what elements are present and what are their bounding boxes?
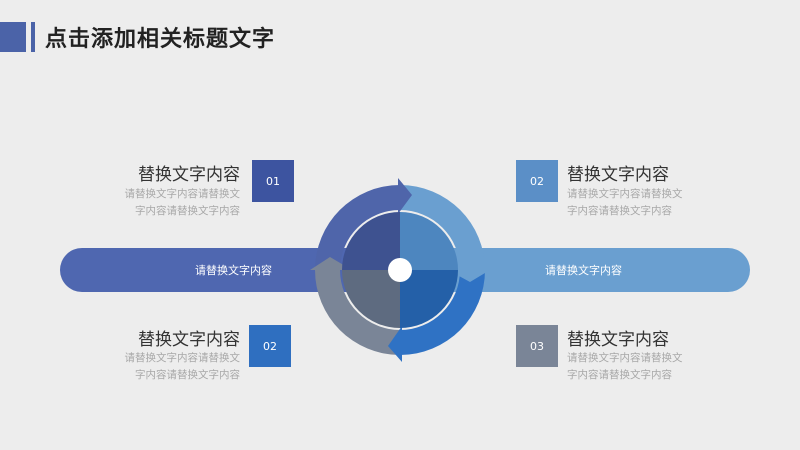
item-4-title: 替换文字内容	[567, 330, 669, 350]
wheel-arrow-top	[398, 178, 412, 214]
item-4-number-box: 03	[516, 325, 558, 367]
wheel-inner-top-right	[400, 212, 458, 270]
wheel-arrow-left	[310, 257, 352, 270]
wheel-outer-top-left	[315, 185, 400, 270]
item-3-desc-line2: 字内容请替换文字内容	[135, 369, 240, 381]
wheel-outer-bottom-left	[315, 270, 400, 355]
item-3-desc: 请替换文字内容请替换文 字内容请替换文字内容	[90, 350, 241, 384]
band-left-label: 请替换文字内容	[195, 264, 272, 277]
item-3-number-box: 02	[249, 325, 291, 367]
item-1-number-box: 01	[252, 160, 294, 202]
title-bar: 点击添加相关标题文字	[0, 22, 275, 52]
title-accent-block	[0, 22, 26, 52]
item-4-desc: 请替换文字内容请替换文 字内容请替换文字内容	[567, 350, 683, 384]
item-1-desc: 请替换文字内容请替换文 字内容请替换文字内容	[90, 186, 241, 220]
wheel-center-hole	[388, 258, 412, 282]
page-title: 点击添加相关标题文字	[45, 27, 276, 52]
item-1-desc-line2: 字内容请替换文字内容	[135, 205, 240, 217]
item-2-desc-line2: 字内容请替换文字内容	[567, 205, 672, 217]
wheel-inner-bottom-right	[400, 270, 458, 328]
item-1-desc-line1: 请替换文字内容请替换文	[124, 188, 241, 200]
item-2-number-box: 02	[516, 160, 558, 202]
wheel-arrow-right	[448, 270, 490, 282]
wheel-outer-top-right	[400, 185, 485, 270]
wheel-inner-bottom-left	[342, 270, 400, 328]
item-3-title: 替换文字内容	[138, 330, 240, 350]
item-4-desc-line1: 请替换文字内容请替换文	[567, 352, 683, 364]
wheel-arrow-bottom	[388, 326, 402, 362]
title-accent-line	[31, 22, 35, 52]
band-right-label: 请替换文字内容	[545, 264, 622, 277]
item-1-title: 替换文字内容	[138, 165, 240, 185]
item-2-desc-line1: 请替换文字内容请替换文	[567, 188, 683, 200]
item-2-desc: 请替换文字内容请替换文 字内容请替换文字内容	[567, 186, 683, 220]
wheel-outer-bottom-right	[400, 270, 485, 355]
item-4-desc-line2: 字内容请替换文字内容	[567, 369, 672, 381]
wheel-inner-top-left	[342, 212, 400, 270]
item-3-desc-line1: 请替换文字内容请替换文	[124, 352, 241, 364]
item-2-title: 替换文字内容	[567, 165, 669, 185]
